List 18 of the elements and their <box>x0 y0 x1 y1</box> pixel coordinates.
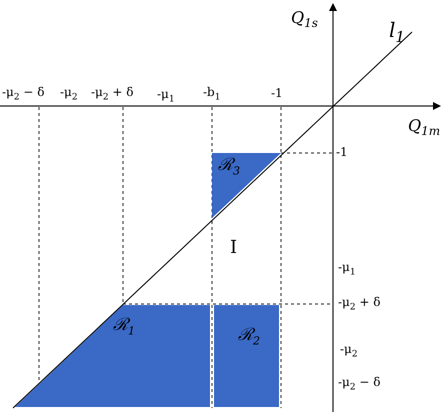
region-label: ℛ$_{1}$ <box>113 317 136 336</box>
axis-label: Q$_{1m}$ <box>408 118 440 138</box>
region-label: I <box>230 239 238 257</box>
tick-label: -μ$_{2}$ − δ <box>2 86 45 102</box>
tick-label: -μ$_{2}$ <box>340 343 358 360</box>
axis-label: Q$_{1s}$ <box>291 10 318 30</box>
tick-label: -1 <box>271 87 283 99</box>
region-label: ℛ$_{3}$ <box>218 157 240 176</box>
tick-label: -μ$_{2}$ <box>60 86 78 102</box>
tick-label: -μ$_{2}$ − δ <box>338 376 381 392</box>
tick-label: -μ$_{1}$ <box>157 88 175 104</box>
tick-label: -μ$_{2}$ + δ <box>91 86 134 102</box>
region-label: ℛ$_{2}$ <box>238 327 260 346</box>
tick-label: -μ$_{1}$ <box>338 261 356 278</box>
tick-label: -μ$_{2}$ + δ <box>338 296 381 312</box>
line-label: l$_{1}$ <box>389 20 405 45</box>
tick-label: -1 <box>336 146 348 158</box>
tick-label: -b$_{1}$ <box>203 86 220 102</box>
